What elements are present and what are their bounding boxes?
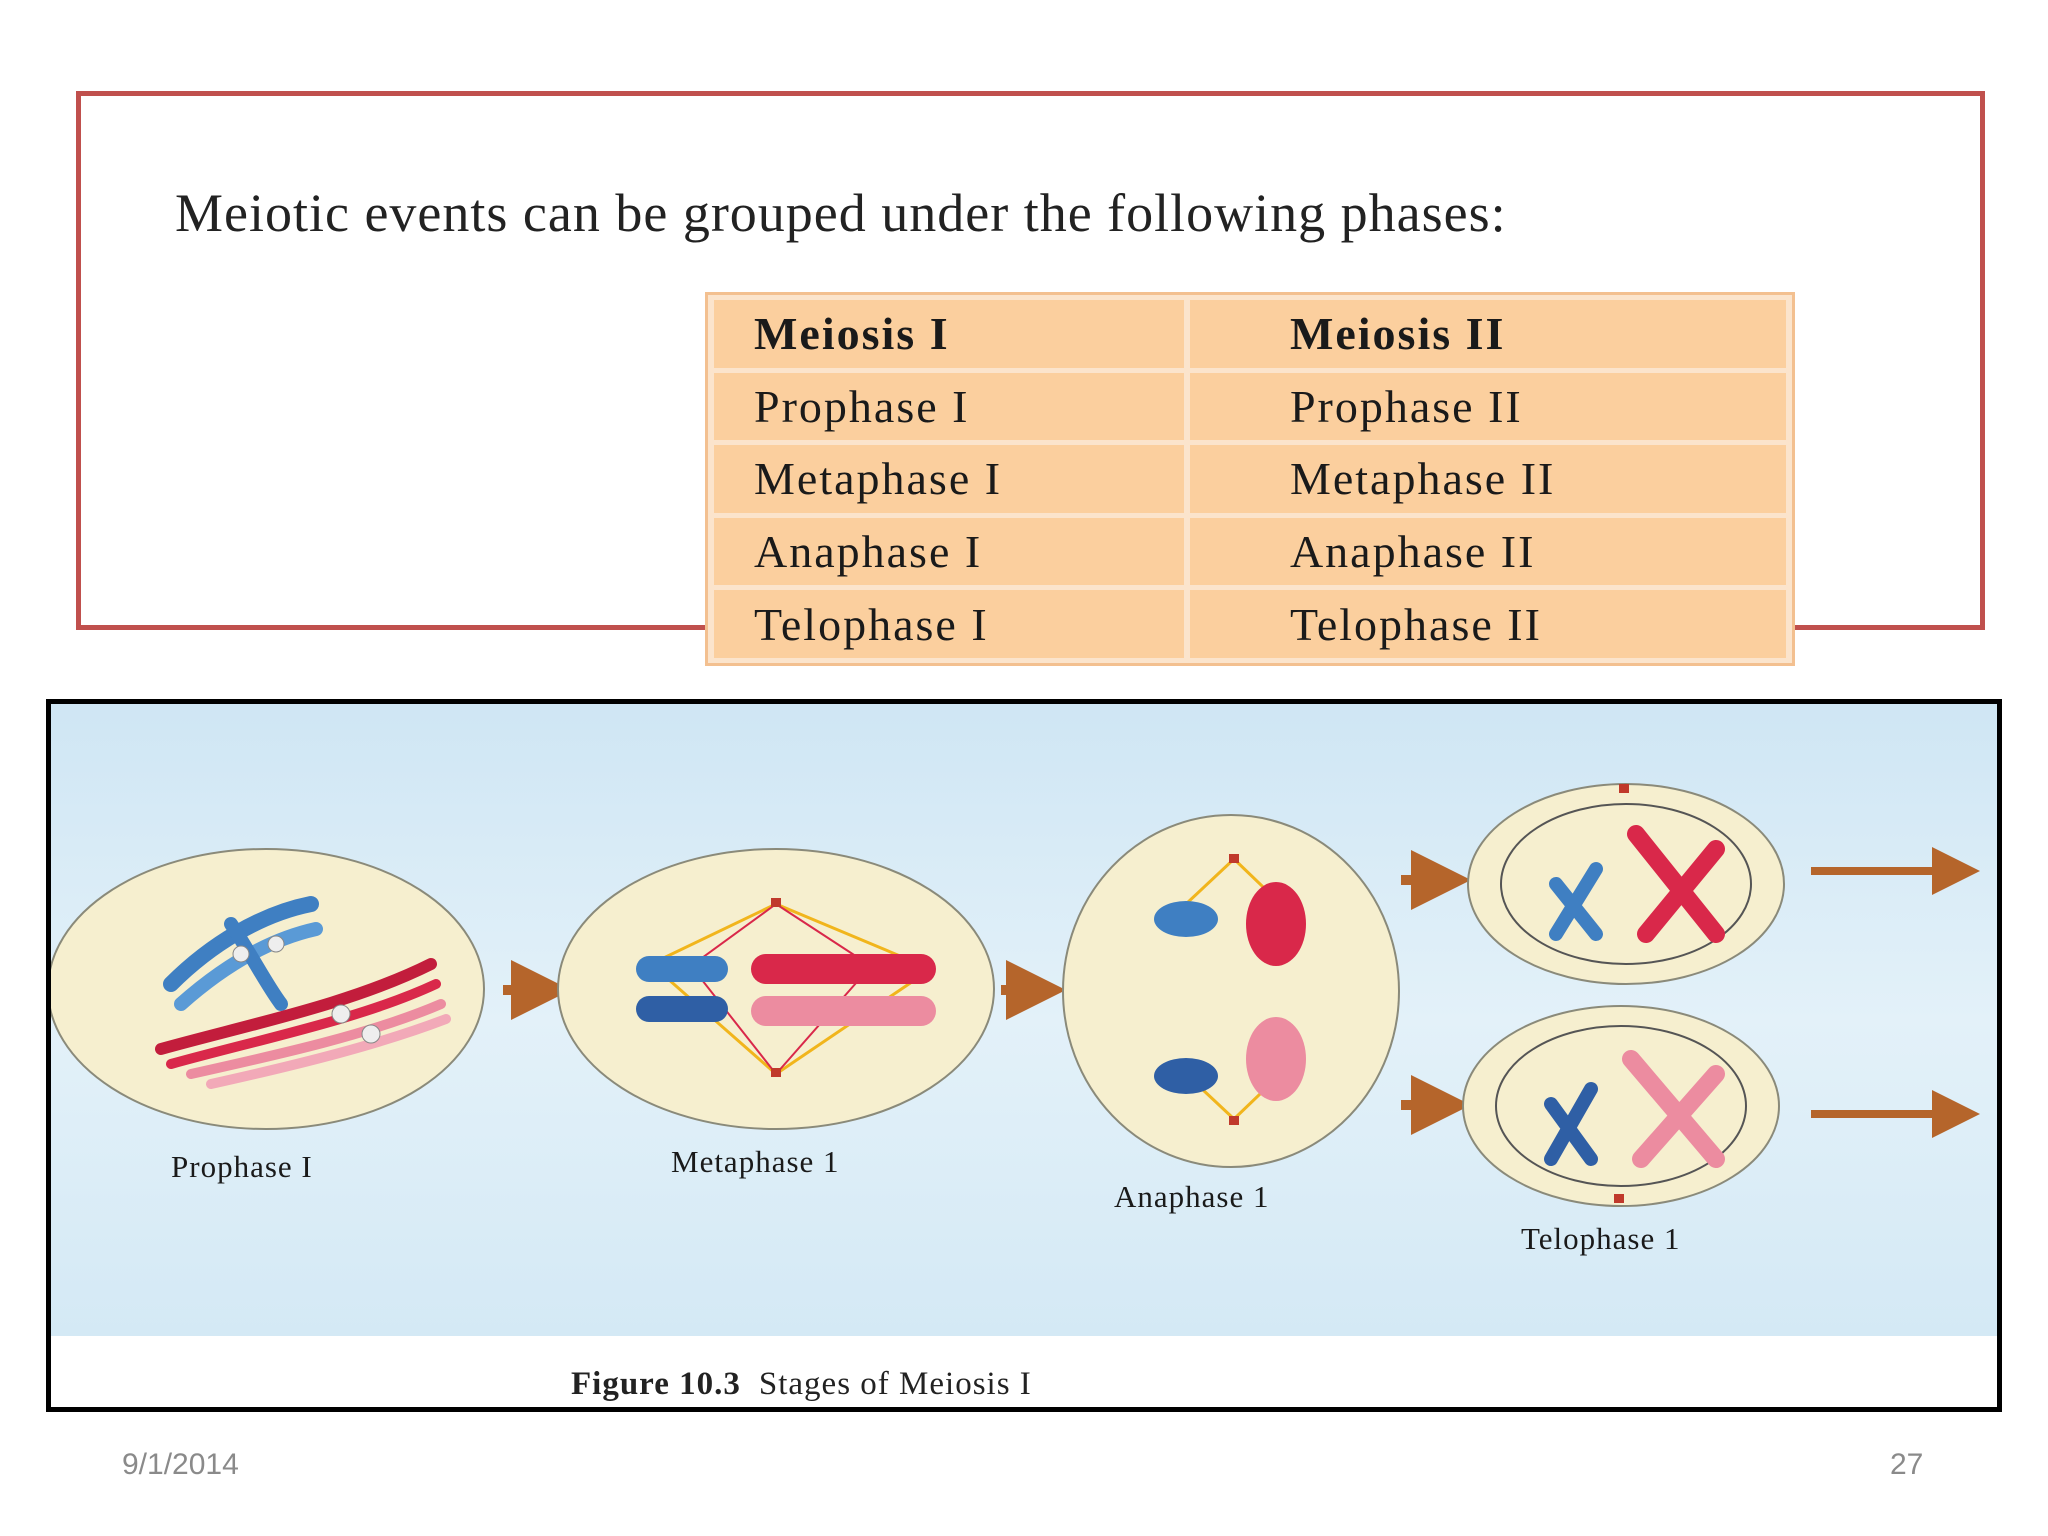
- table-cell: Telophase I: [714, 590, 1184, 658]
- prophase-1-cell: [51, 848, 485, 1130]
- table-row: Telophase I Telophase II: [714, 590, 1786, 658]
- table-cell: Metaphase I: [714, 445, 1184, 513]
- table-cell: Metaphase II: [1189, 445, 1786, 513]
- figure-caption: Figure 10.3 Stages of Meiosis I: [571, 1366, 1032, 1403]
- header-meiosis-1: Meiosis I: [714, 300, 1184, 368]
- anaphase-1-cell: [1062, 814, 1400, 1168]
- figure-caption-text: Stages of Meiosis I: [758, 1366, 1032, 1402]
- metaphase-1-cell: [557, 848, 995, 1130]
- table-cell: Prophase II: [1189, 372, 1786, 441]
- table-cell: Prophase I: [714, 372, 1184, 441]
- table-cell: Anaphase II: [1189, 517, 1786, 586]
- table-cell: Anaphase I: [714, 517, 1184, 586]
- header-meiosis-2: Meiosis II: [1189, 300, 1786, 368]
- stage-label-telophase: Telophase 1: [1521, 1221, 1681, 1256]
- slide-date: 9/1/2014: [122, 1448, 239, 1481]
- phases-table: Meiosis I Meiosis II Prophase I Prophase…: [705, 292, 1795, 666]
- phases-box: Meiotic events can be grouped under the …: [76, 91, 1985, 666]
- table-row: Anaphase I Anaphase II: [714, 517, 1786, 586]
- table-row: Metaphase I Metaphase II: [714, 445, 1786, 513]
- stage-label-prophase: Prophase I: [171, 1149, 313, 1184]
- stage-label-metaphase: Metaphase 1: [671, 1144, 840, 1179]
- telophase-1-cells: [1462, 783, 1785, 1207]
- table-cell: Telophase II: [1189, 590, 1786, 658]
- meiosis-figure: Prophase I Metaphase 1 Anaphase 1 Teloph…: [46, 699, 2002, 1412]
- stage-label-anaphase: Anaphase 1: [1114, 1179, 1270, 1214]
- meiosis-illustration: [51, 704, 1997, 1336]
- figure-caption-number: Figure 10.3: [571, 1366, 741, 1402]
- slide-number: 27: [1890, 1448, 1924, 1481]
- table-row: Prophase I Prophase II: [714, 372, 1786, 441]
- table-header-row: Meiosis I Meiosis II: [714, 300, 1786, 368]
- slide-heading: Meiotic events can be grouped under the …: [175, 183, 1507, 243]
